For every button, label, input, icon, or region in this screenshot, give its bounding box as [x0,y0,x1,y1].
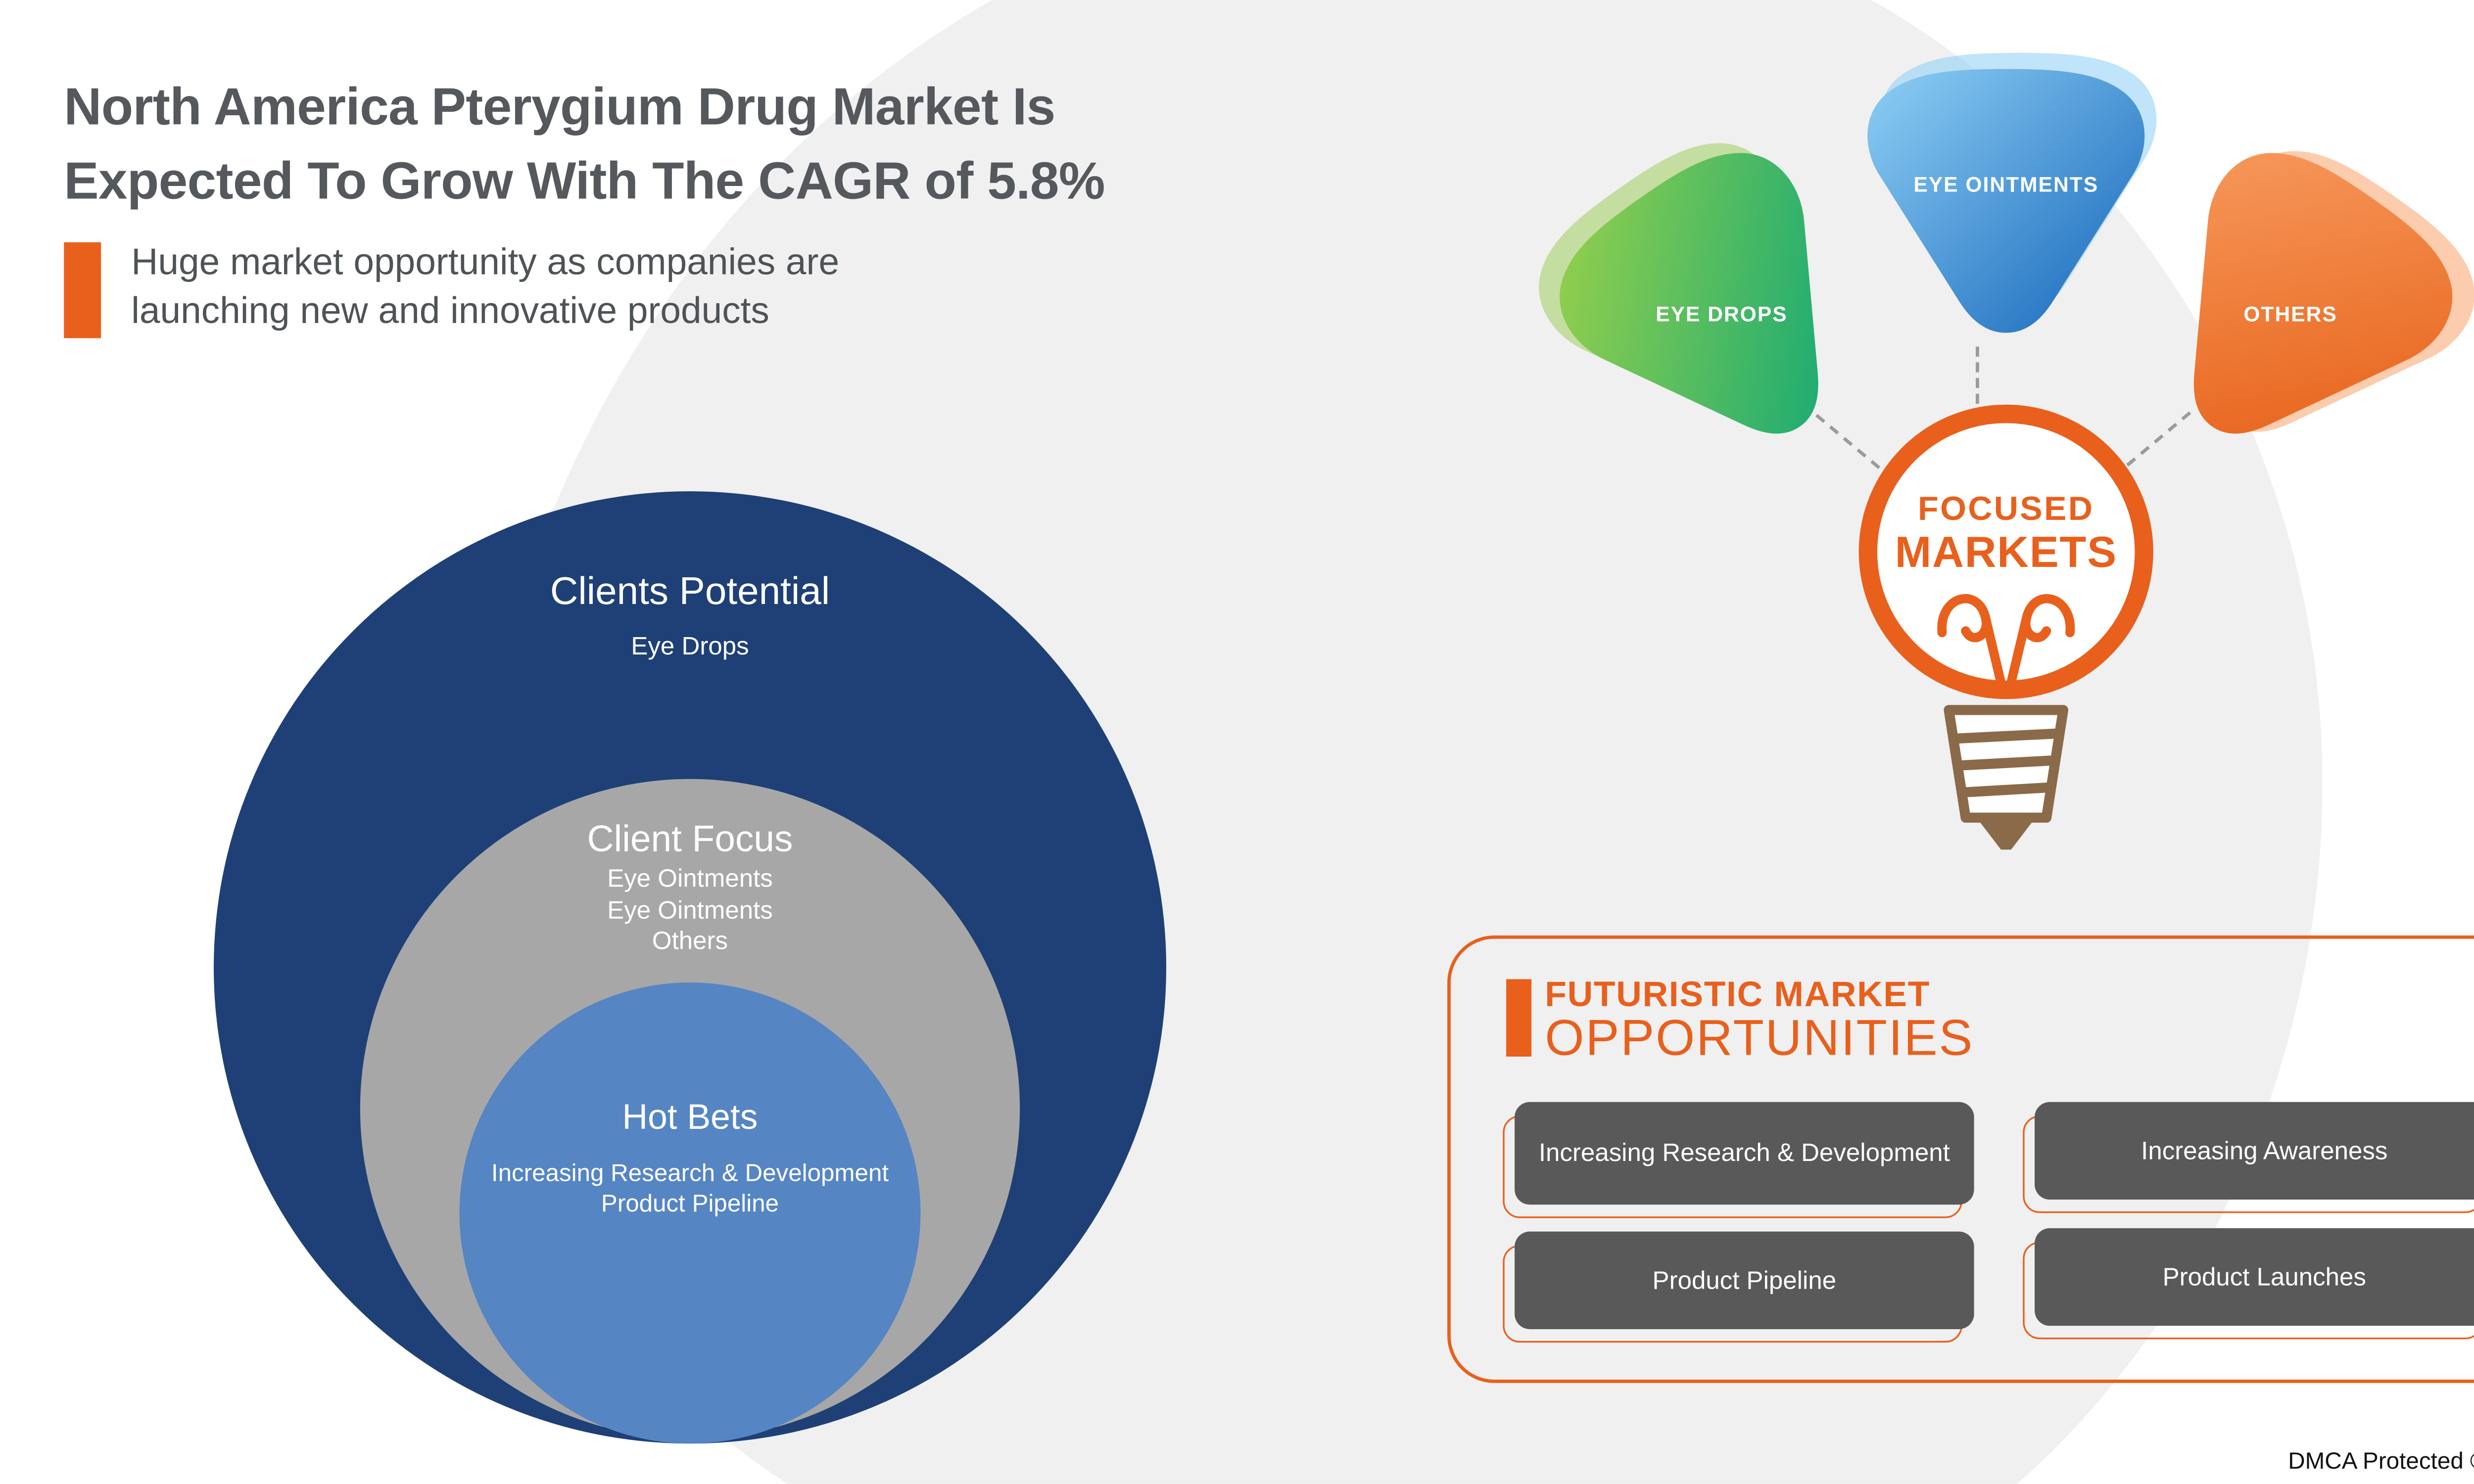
others-shape: OTHERS [2134,148,2474,481]
focused-label: FOCUSED [1917,491,2094,528]
opportunity-button: Product Launches [2035,1228,2474,1326]
opportunities-accent-bar [1506,979,1532,1057]
opportunity-increasing-research: Increasing Research & Development [1503,1102,1974,1218]
connector-eye-ointments [1976,346,1979,404]
title-line-2: Expected To Grow With The CAGR of 5.8% [64,151,1105,211]
subtitle-line-2: launching new and innovative products [131,289,769,332]
opportunity-button: Increasing Awareness [2035,1102,2474,1200]
eye-ointments-label: EYE OINTMENTS [1913,173,2099,197]
hot-bets-item: Product Pipeline [601,1190,779,1217]
focused-markets-label: FOCUSED MARKETS [1855,491,2157,575]
hot-bets-title: Hot Bets [622,1098,758,1138]
opportunity-button: Product Pipeline [1515,1231,1974,1329]
page-title: North America Pterygium Drug Market Is E… [64,71,1105,219]
subtitle: Huge market opportunity as companies are… [131,237,839,335]
title-line-1: North America Pterygium Drug Market Is [64,77,1055,137]
opportunity-product-pipeline: Product Pipeline [1503,1231,1974,1343]
opportunities-heading-line2: OPPORTUNITIES [1545,1011,1974,1067]
eye-ointments-shape: EYE OINTMENTS [1838,52,2174,352]
lightbulb-icon [1855,397,2157,888]
hot-bets-items: Increasing Research & Development Produc… [291,1161,1089,1220]
hot-bets-item: Increasing Research & Development [491,1160,889,1188]
clients-potential-title: Clients Potential [550,568,830,613]
opportunities-panel [1447,935,2474,1383]
pick-shape-icon [2193,151,2474,434]
client-focus-item: Others [652,927,728,956]
hot-bets-circle [459,982,921,1444]
client-focus-items: Eye Ointments Eye Ointments Others [360,865,1020,958]
pick-shape-icon [1867,52,2157,333]
client-focus-title: Client Focus [587,817,793,860]
eye-drops-label: EYE DROPS [1656,303,1788,326]
opportunity-button: Increasing Research & Development [1515,1102,1974,1205]
dmca-notice: DMCA Protected © DataBridge [2288,1447,2474,1474]
subtitle-line-1: Huge market opportunity as companies are [131,240,840,283]
subtitle-accent-bar [64,242,101,338]
opportunities-heading-line1: FUTURISTIC MARKET [1545,975,1931,1015]
client-focus-item: Eye Ointments [607,896,773,925]
opportunity-product-launches: Product Launches [2023,1228,2474,1340]
client-focus-item: Eye Ointments [607,865,773,894]
others-label: OTHERS [2243,303,2337,326]
eye-drops-shape: EYE DROPS [1539,143,1878,481]
markets-label: MARKETS [1895,526,2117,577]
opportunity-increasing-awareness: Increasing Awareness [2023,1102,2474,1213]
clients-potential-item: Eye Drops [631,632,749,661]
pick-shape-icon [1539,143,1818,434]
